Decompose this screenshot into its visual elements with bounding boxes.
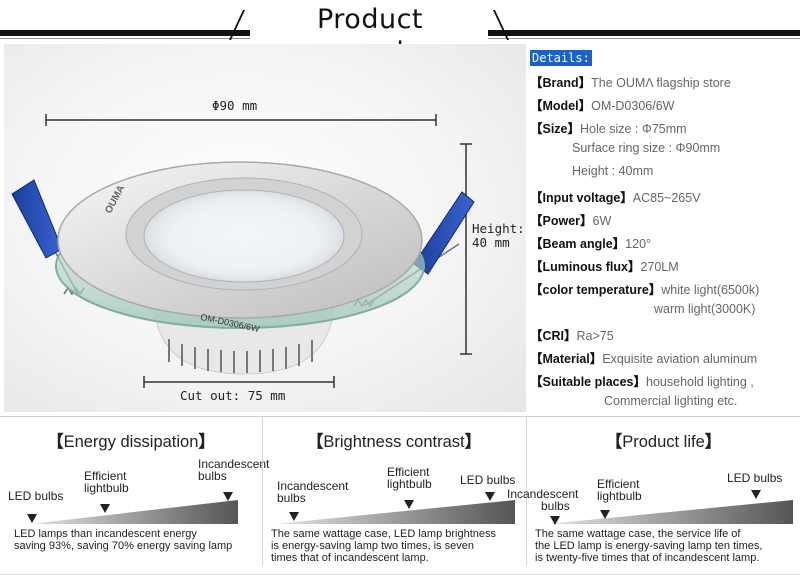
spec-color-temperature: 【color temperature】white light(6500k)	[530, 283, 760, 297]
label-incandescent: Incandescent	[198, 457, 270, 471]
panel-separator	[526, 416, 527, 566]
marker-efficient-lightbulb	[600, 510, 610, 519]
label-bulbs: bulbs	[541, 499, 570, 513]
panel-brightness-contrast: 【Brightness contrast】 Incandescent bulbs…	[263, 416, 525, 578]
section-divider	[0, 416, 800, 417]
spec-power: 【Power】6W	[530, 214, 612, 228]
label-efficient: Efficient	[84, 469, 127, 483]
desc-line-1: The same wattage case, LED lamp brightne…	[271, 528, 497, 540]
spec-size: 【Size】Hole size : Φ75mm	[530, 122, 687, 136]
spec-brand: 【Brand】The OUMΛ flagship store	[530, 76, 731, 90]
desc-line-2: the LED lamp is energy-saving lamp ten t…	[535, 540, 763, 552]
marker-efficient-lightbulb	[100, 504, 110, 513]
details-panel: Details: 【Brand】The OUMΛ flagship store …	[528, 44, 800, 416]
spec-color-temperature-warm: warm light(3000K)	[654, 302, 756, 316]
height-label: Height: 40 mm	[472, 221, 525, 250]
marker-incandescent-bulbs	[289, 512, 299, 521]
comparison-panels: 【Energy dissipation】 LED bulbs Efficient…	[0, 416, 800, 578]
label-lightbulb: lightbulb	[387, 477, 432, 491]
spec-suitable-places: 【Suitable places】household lighting ,	[530, 375, 754, 389]
desc-line-1: LED lamps than incandescent energy	[14, 528, 197, 540]
diameter-label: Φ90 mm	[212, 98, 258, 113]
label-efficient: Efficient	[387, 465, 430, 479]
spec-beam-angle: 【Beam angle】120°	[530, 237, 652, 251]
label-led-bulbs: LED bulbs	[8, 489, 64, 503]
marker-led-bulbs	[27, 514, 37, 523]
label-efficient: Efficient	[597, 477, 640, 491]
header-rule-left	[0, 38, 250, 39]
desc-line-2: is energy-saving lamp two times, is seve…	[271, 540, 474, 552]
header-rule-right	[488, 38, 800, 39]
panel-title: 【Product life】	[605, 433, 722, 451]
label-lightbulb: lightbulb	[597, 489, 642, 503]
downlight-illustration	[11, 114, 475, 388]
label-led-bulbs: LED bulbs	[460, 473, 516, 487]
spec-size-height: Height : 40mm	[572, 164, 654, 178]
ramp-graphic	[275, 500, 515, 524]
bottom-rule	[0, 574, 800, 575]
spec-suitable-places-2: Commercial lighting etc.	[604, 394, 738, 408]
header: Product parameters	[0, 0, 800, 66]
marker-efficient-lightbulb	[404, 500, 414, 509]
label-bulbs: bulbs	[198, 469, 227, 483]
spec-input-voltage: 【Input voltage】AC85~265V	[530, 191, 701, 205]
panel-energy-dissipation: 【Energy dissipation】 LED bulbs Efficient…	[0, 416, 269, 578]
marker-led-bulbs	[751, 490, 761, 499]
spec-material: 【Material】Exquisite aviation aluminum	[530, 352, 758, 366]
product-photo: Φ90 mm Height: 40 mm Cut out: 75 mm OUMA…	[4, 44, 526, 412]
header-bar-right	[488, 30, 800, 36]
desc-line-3: is twenty-five times that of incandescen…	[535, 552, 760, 564]
label-incandescent: Incandescent	[507, 487, 579, 501]
label-bulbs: bulbs	[277, 491, 306, 505]
spec-luminous-flux: 【Luminous flux】270LM	[530, 260, 679, 274]
marker-led-bulbs	[485, 492, 495, 501]
marker-incandescent-bulbs	[223, 492, 233, 501]
desc-line-3: times that of incandescent lamp.	[271, 552, 429, 564]
header-bar-left	[0, 30, 250, 36]
details-heading: Details:	[530, 50, 592, 66]
cutout-label: Cut out: 75 mm	[180, 388, 286, 403]
panel-title: 【Brightness contrast】	[306, 433, 482, 451]
spec-model: 【Model】OM-D0306/6W	[530, 99, 675, 113]
desc-line-1: The same wattage case, the service life …	[535, 528, 741, 540]
panel-product-life: 【Product life】 Incandescent bulbs Effici…	[507, 416, 800, 578]
ramp-graphic	[547, 500, 793, 524]
desc-line-2: saving 93%, saving 70% energy saving lam…	[14, 540, 233, 552]
label-lightbulb: lightbulb	[84, 481, 129, 495]
panel-title: 【Energy dissipation】	[47, 433, 215, 451]
ramp-graphic	[30, 500, 238, 524]
label-led-bulbs: LED bulbs	[727, 471, 783, 485]
spec-size-ring: Surface ring size : Φ90mm	[572, 141, 721, 155]
marker-incandescent-bulbs	[550, 516, 560, 525]
panel-separator	[262, 416, 263, 566]
spec-cri: 【CRI】Ra>75	[530, 329, 614, 343]
label-incandescent: Incandescent	[277, 479, 349, 493]
